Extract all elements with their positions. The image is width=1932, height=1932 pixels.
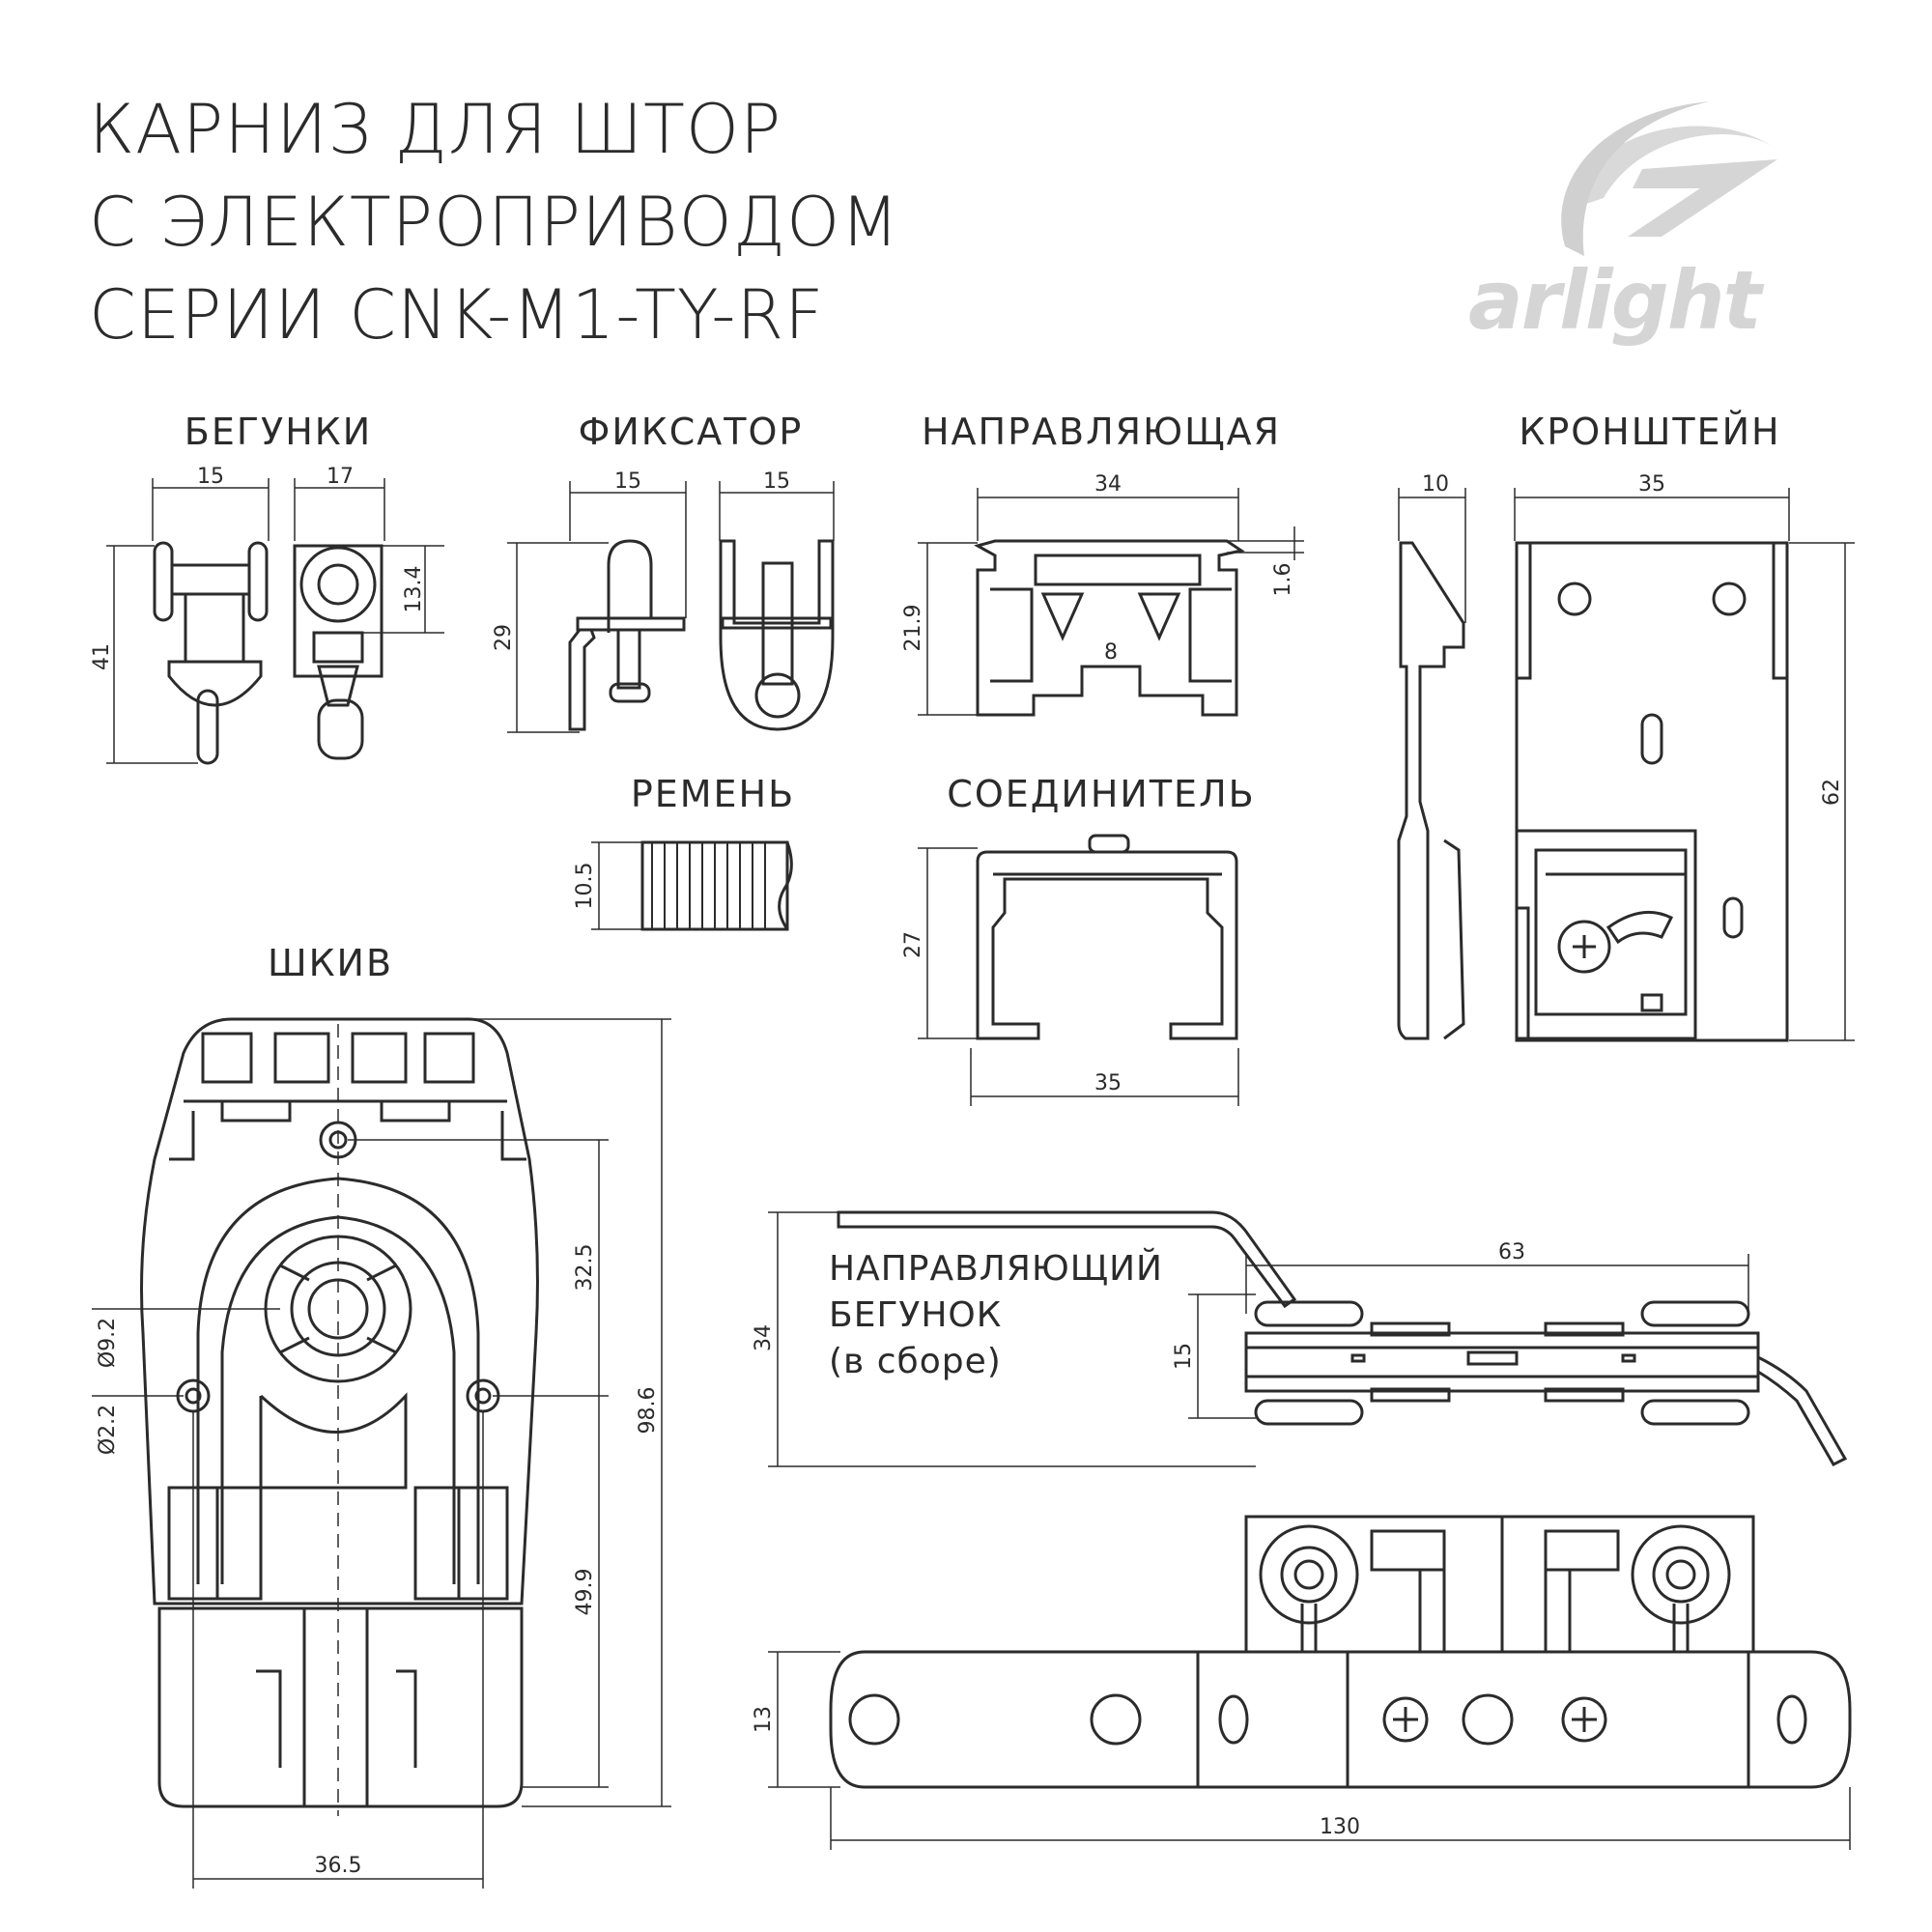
belt-drawing	[640, 840, 793, 931]
dim-rail-h: 21.9	[901, 605, 925, 652]
dim-pulley-d1: Ø9.2	[96, 1318, 120, 1368]
section-connector: СОЕДИНИТЕЛЬ	[947, 773, 1256, 815]
title-line-3: СЕРИИ CNK-M1-TY-RF	[89, 275, 825, 355]
dim-runner-h: 41	[90, 643, 114, 670]
pulley-drawing	[140, 1017, 539, 1816]
arlight-logo-swoosh-icon	[1561, 101, 1777, 256]
dim-pulley-h1: 32.5	[573, 1244, 597, 1292]
lock-drawing	[568, 539, 835, 731]
dim-bracket-w2: 35	[1638, 472, 1665, 497]
dim-runner-w2: 17	[327, 465, 354, 489]
connector-drawing	[976, 834, 1238, 1040]
dim-conn-h: 27	[901, 931, 925, 958]
dim-conn-w: 35	[1094, 1071, 1122, 1095]
section-lock: ФИКСАТОР	[578, 411, 804, 453]
page-title: КАРНИЗ ДЛЯ ШТОР С ЭЛЕКТРОПРИВОДОМ СЕРИИ …	[89, 83, 900, 361]
dim-rail-t: 1.6	[1271, 563, 1295, 597]
dim-runner-h2: 13.4	[402, 566, 426, 613]
title-line-2: С ЭЛЕКТРОПРИВОДОМ	[89, 183, 900, 262]
section-bracket: КРОНШТЕЙН	[1519, 411, 1781, 453]
guide-runner-line-3: (в сборе)	[829, 1342, 1002, 1381]
dim-pulley-w: 36.5	[315, 1854, 362, 1878]
guide-runner-drawing	[837, 1210, 1848, 1466]
dim-pulley-d2: Ø2.2	[96, 1405, 120, 1455]
dim-rail-w: 34	[1094, 472, 1122, 497]
section-belt: РЕМЕНЬ	[630, 773, 796, 815]
section-rail: НАПРАВЛЯЮЩАЯ	[921, 411, 1282, 453]
dim-lock-h: 29	[492, 624, 516, 651]
guide-runner-line-1: НАПРАВЛЯЮЩИЙ	[829, 1249, 1163, 1289]
dim-bracket-h: 62	[1820, 779, 1844, 806]
dim-guide-len: 63	[1498, 1240, 1525, 1264]
dim-guide-h2: 15	[1172, 1343, 1196, 1370]
section-pulley: ШКИВ	[267, 942, 394, 984]
dim-bar-h: 13	[752, 1706, 776, 1733]
dim-lock-w1: 15	[614, 469, 641, 494]
dim-bracket-w1: 10	[1422, 472, 1449, 497]
dim-lock-w2: 15	[763, 469, 790, 494]
title-line-1: КАРНИЗ ДЛЯ ШТОР	[89, 90, 782, 169]
dim-runner-w1: 15	[197, 465, 224, 489]
rail-drawing	[974, 539, 1245, 717]
dim-belt-h: 10.5	[573, 863, 597, 910]
runner-drawing	[153, 541, 384, 765]
bar-drawing	[829, 1515, 1852, 1789]
dim-bar-len: 130	[1320, 1815, 1360, 1839]
dim-rail-gap: 8	[1104, 640, 1118, 665]
dim-guide-h: 34	[752, 1324, 776, 1351]
guide-runner-label: НАПРАВЛЯЮЩИЙ БЕГУНОК (в сборе)	[829, 1246, 1163, 1385]
section-runners: БЕГУНКИ	[184, 411, 373, 453]
bracket-drawing	[1397, 541, 1789, 1042]
arlight-logo: arlight	[1468, 253, 1762, 348]
guide-runner-line-2: БЕГУНОК	[829, 1295, 1003, 1335]
dim-pulley-h: 98.6	[636, 1387, 660, 1435]
dim-pulley-h2: 49.9	[573, 1569, 597, 1616]
